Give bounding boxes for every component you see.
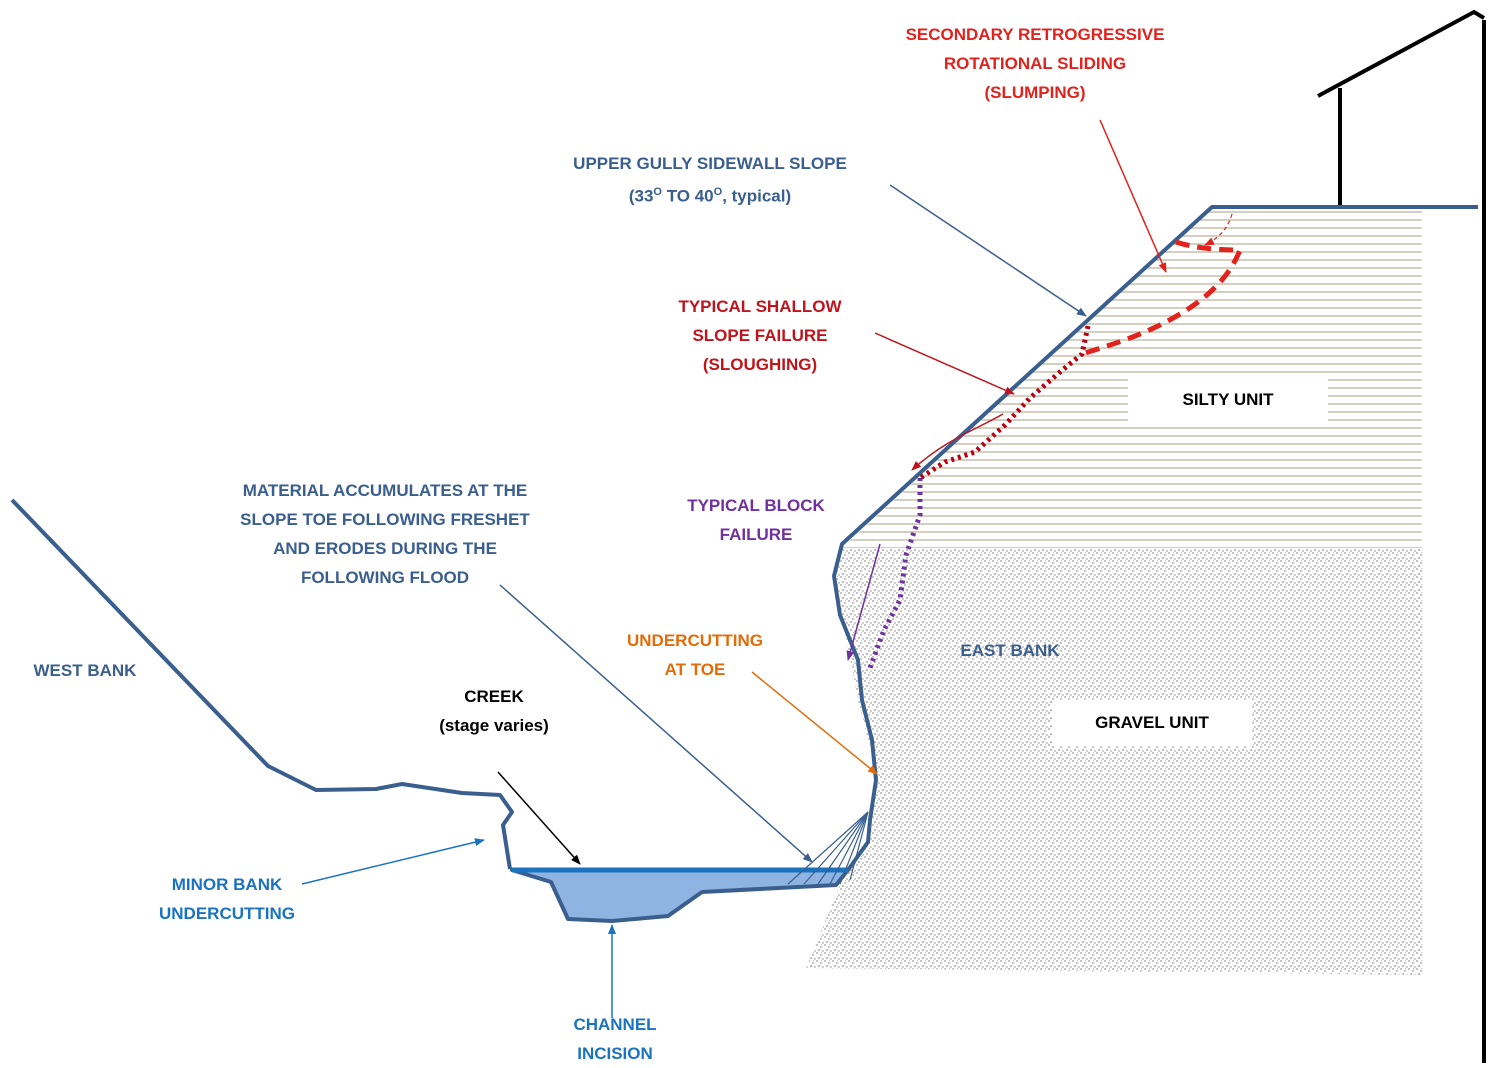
silty-unit-label: SILTY UNIT <box>1128 378 1328 422</box>
upper-gully-line2: (33O TO 40O, typical) <box>628 186 792 206</box>
undercutting-toe-line2: AT TOE <box>664 660 726 679</box>
west-bank-profile <box>10 498 514 870</box>
creek-label: CREEK (stage varies) <box>414 682 574 740</box>
channel-incision-line2: INCISION <box>577 1044 653 1063</box>
material-line2: SLOPE TOE FOLLOWING FRESHET <box>240 510 530 529</box>
east-bank-profile <box>832 205 1478 872</box>
creek-line2: (stage varies) <box>439 716 549 735</box>
east-bank-label: EAST BANK <box>960 641 1060 660</box>
minor-undercutting-label: MINOR BANK UNDERCUTTING <box>132 870 322 928</box>
upper-gully-arrow <box>889 184 1087 317</box>
undercutting-toe-label: UNDERCUTTING AT TOE <box>600 626 790 684</box>
shallow-failure-arrow <box>911 413 1004 471</box>
block-failure-arrow <box>846 543 881 661</box>
material-accumulates-label: MATERIAL ACCUMULATES AT THE SLOPE TOE FO… <box>205 476 565 592</box>
rotational-slide-minor-arrow <box>1204 213 1233 246</box>
gravel-unit-fill <box>806 548 1422 975</box>
material-line1: MATERIAL ACCUMULATES AT THE <box>242 481 528 500</box>
creek-line1: CREEK <box>464 687 524 706</box>
minor-undercutting-arrow <box>301 838 485 885</box>
secondary-sliding-label: SECONDARY RETROGRESSIVE ROTATIONAL SLIDI… <box>880 20 1190 107</box>
shallow-failure-label: TYPICAL SHALLOW SLOPE FAILURE (SLOUGHING… <box>650 292 870 379</box>
material-accumulates-arrow <box>499 584 813 863</box>
shallow-failure-line2: SLOPE FAILURE <box>692 326 828 345</box>
shallow-failure-leader <box>874 332 1015 395</box>
channel-incision-label: CHANNEL INCISION <box>540 1010 690 1068</box>
shallow-failure-line3: (SLOUGHING) <box>702 355 818 374</box>
secondary-sliding-line2: ROTATIONAL SLIDING <box>943 54 1127 73</box>
minor-undercutting-line2: UNDERCUTTING <box>159 904 295 923</box>
upper-gully-label: UPPER GULLY SIDEWALL SLOPE (33O TO 40O, … <box>560 149 860 211</box>
minor-undercutting-line1: MINOR BANK <box>171 875 283 894</box>
undercutting-toe-line1: UNDERCUTTING <box>627 631 763 650</box>
creek-arrow <box>497 771 581 865</box>
secondary-sliding-arrow <box>1099 119 1167 273</box>
silty-unit-fill <box>842 207 1422 548</box>
shallow-failure-line1: TYPICAL SHALLOW <box>678 297 842 316</box>
block-failure-line2: FAILURE <box>719 525 793 544</box>
creek-water <box>510 868 850 923</box>
material-line3: AND ERODES DURING THE <box>273 539 497 558</box>
secondary-sliding-line3: (SLUMPING) <box>984 83 1086 102</box>
material-line4: FOLLOWING FLOOD <box>300 568 470 587</box>
upper-gully-line1: UPPER GULLY SIDEWALL SLOPE <box>573 154 847 173</box>
west-bank-label: WEST BANK <box>33 661 137 680</box>
block-failure-line1: TYPICAL BLOCK <box>687 496 825 515</box>
gravel-unit-label: GRAVEL UNIT <box>1052 700 1252 746</box>
undercutting-toe-arrow <box>751 671 878 775</box>
block-failure-surface <box>867 478 923 669</box>
secondary-sliding-line1: SECONDARY RETROGRESSIVE <box>905 25 1165 44</box>
block-failure-label: TYPICAL BLOCK FAILURE <box>676 491 836 549</box>
rotational-slide-surface <box>1081 239 1244 357</box>
channel-incision-line1: CHANNEL <box>573 1015 657 1034</box>
house-icon <box>1317 9 1486 1063</box>
toe-material-fan <box>787 811 869 885</box>
